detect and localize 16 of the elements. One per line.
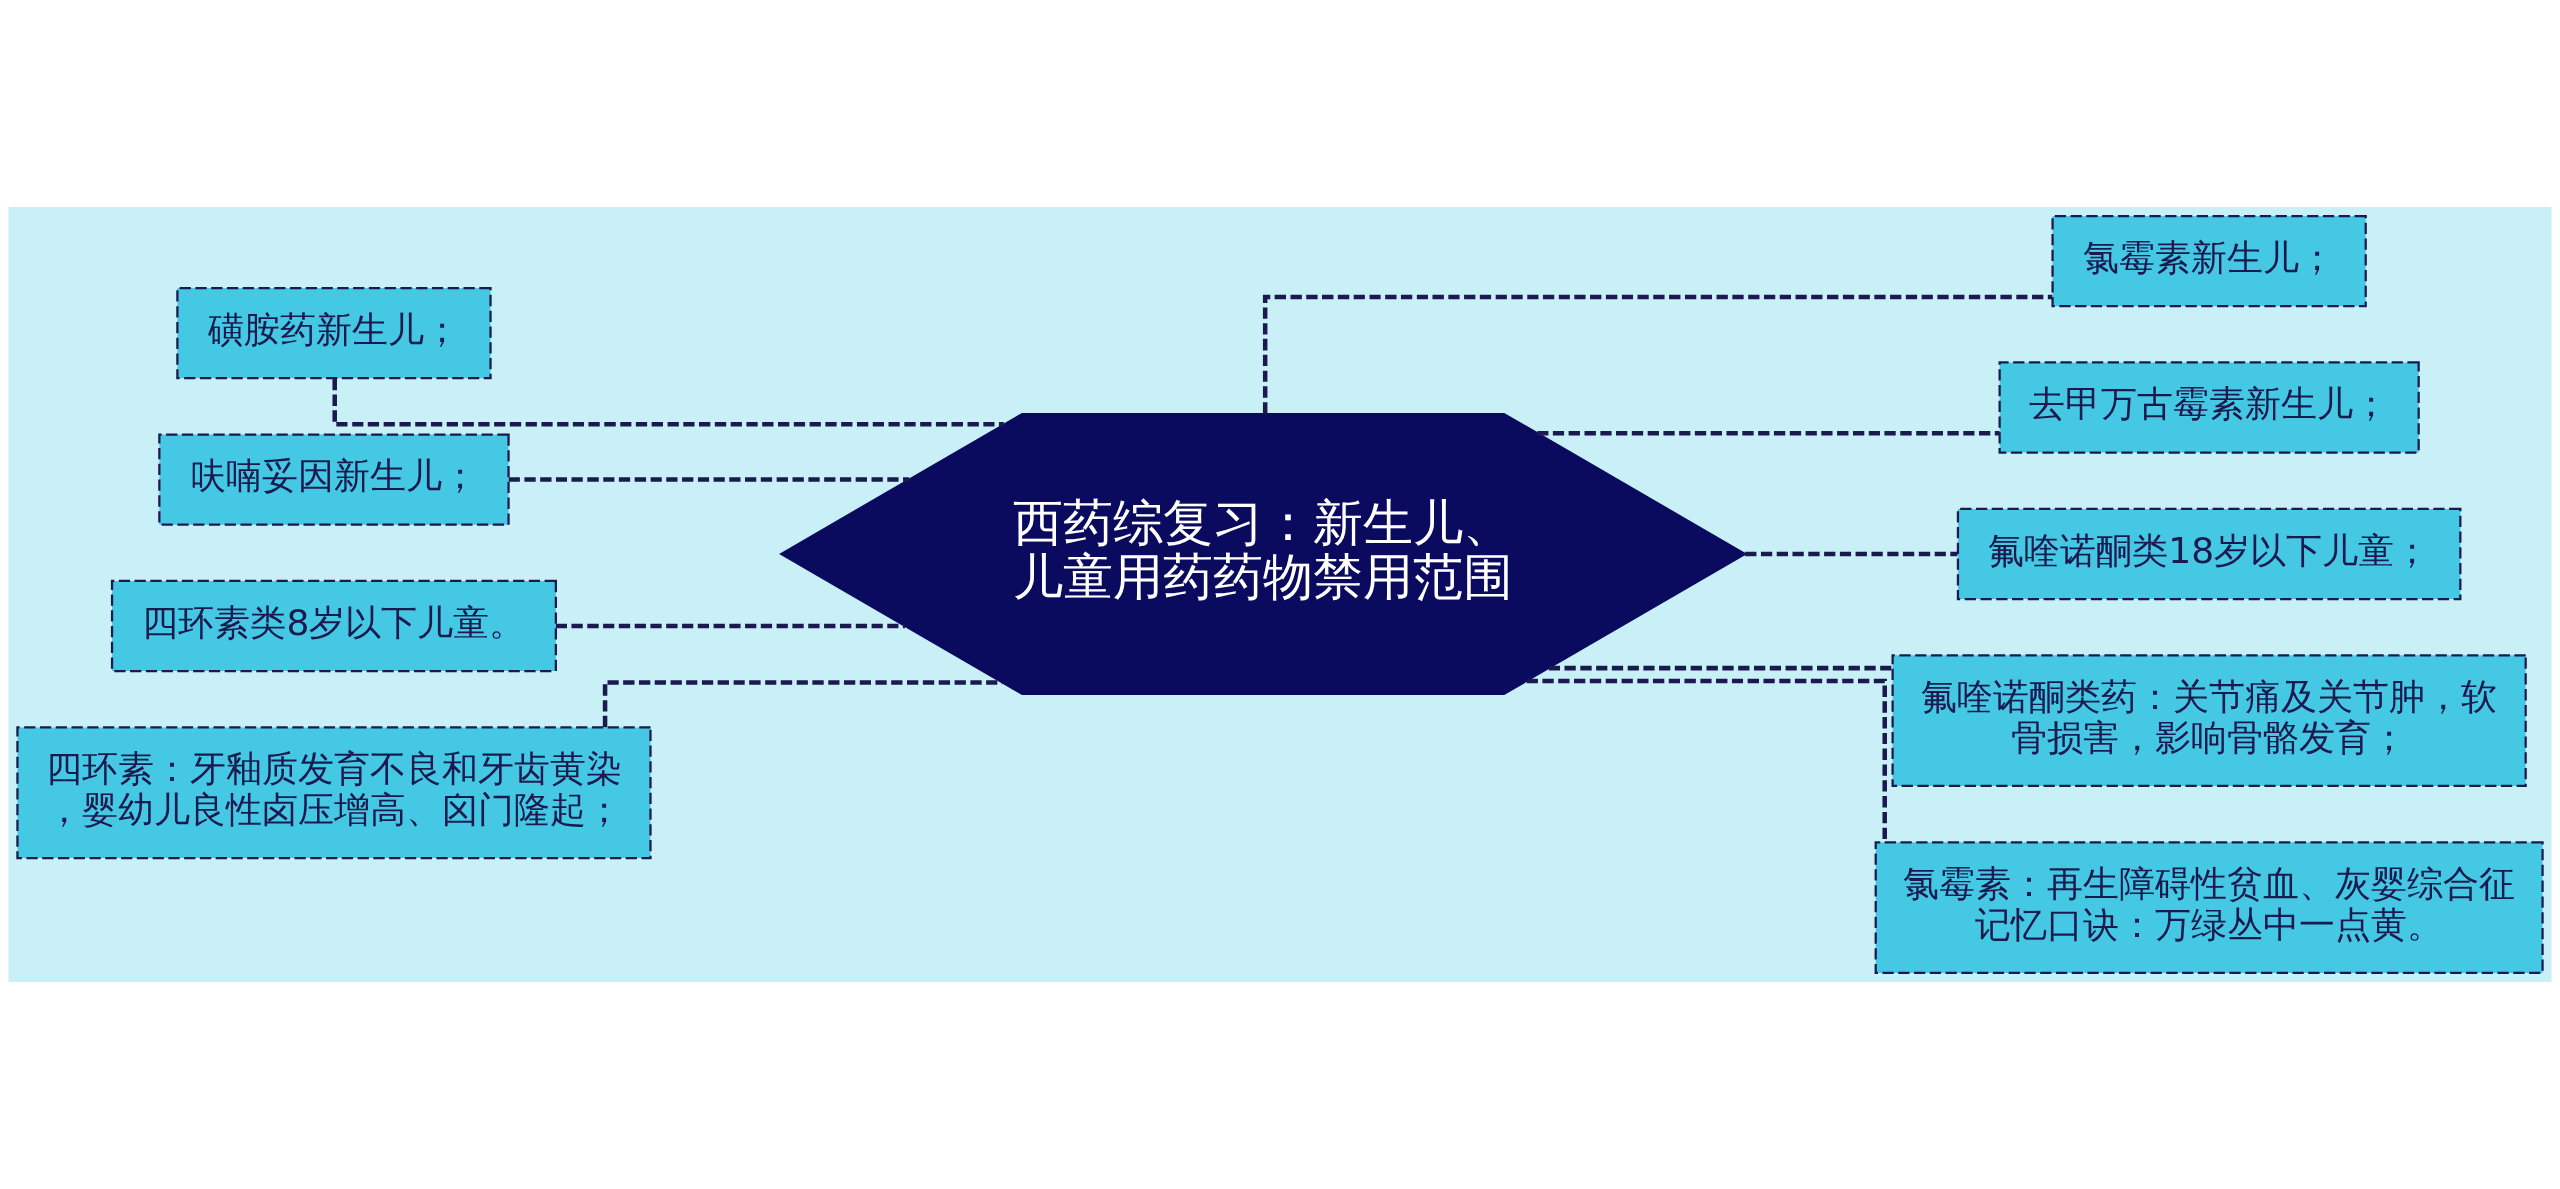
connector bbox=[1262, 294, 2053, 414]
node-box: 氯霉素：再生障碍性贫血、灰婴综合征记忆口诀：万绿丛中一点黄。 bbox=[1874, 841, 2544, 975]
connector bbox=[555, 623, 905, 629]
connector bbox=[1548, 665, 1892, 671]
node-box: 氯霉素新生儿； bbox=[2051, 214, 2367, 308]
node-box: 四环素：牙釉质发育不良和牙齿黄染，婴幼儿良性卤压增高、囟门隆起； bbox=[16, 726, 652, 860]
node-box: 呋喃妥因新生儿； bbox=[158, 433, 510, 526]
connector bbox=[508, 477, 910, 482]
connector bbox=[1745, 551, 1958, 557]
node-box: 氟喹诺酮类18岁以下儿童； bbox=[1956, 507, 2462, 601]
node-box: 去甲万古霉素新生儿； bbox=[1998, 361, 2420, 454]
node-box: 氟喹诺酮类药：关节痛及关节肿，软骨损害，影响骨骼发育； bbox=[1891, 654, 2527, 788]
connector bbox=[332, 378, 1004, 427]
node-box: 四环素类8岁以下儿童。 bbox=[110, 579, 557, 673]
node-box: 磺胺药新生儿； bbox=[176, 286, 492, 380]
connector bbox=[1537, 431, 2000, 436]
